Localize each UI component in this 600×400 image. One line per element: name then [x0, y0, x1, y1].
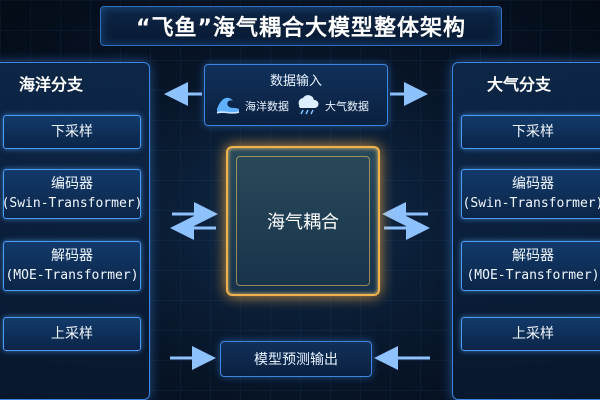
- ocean-upsample-block: 上采样: [3, 317, 141, 351]
- ocean-encoder-label: 编码器: [51, 176, 93, 192]
- core-inner-frame: [236, 156, 370, 286]
- atmos-downsample-block: 下采样: [461, 115, 600, 149]
- atmosphere-branch-panel: 大气分支 下采样 编码器 (Swin-Transformer) 解码器 (MOE…: [452, 62, 600, 400]
- coupling-core-label: 海气耦合: [267, 212, 339, 233]
- atmos-encoder-block: 编码器 (Swin-Transformer): [461, 169, 600, 219]
- atmosphere-data-label: 大气数据: [325, 99, 369, 113]
- atmos-encoder-label: 编码器: [512, 176, 554, 192]
- wave-icon: [215, 93, 241, 118]
- ocean-encoder-model: (Swin-Transformer): [1, 196, 143, 211]
- atmos-encoder-model: (Swin-Transformer): [462, 196, 600, 211]
- ocean-decoder-model: (MOE-Transformer): [5, 268, 139, 283]
- atmos-upsample-block: 上采样: [461, 317, 600, 351]
- data-input-box: 数据输入 海洋数据 大气数据: [204, 64, 388, 126]
- ocean-decoder-block: 解码器 (MOE-Transformer): [3, 241, 141, 291]
- atmos-upsample-label: 上采样: [512, 325, 554, 342]
- ocean-branch-header: 海洋分支: [19, 75, 84, 94]
- model-output-label: 模型预测输出: [254, 352, 338, 368]
- ocean-downsample-label: 下采样: [51, 123, 93, 140]
- atmos-decoder-label: 解码器: [512, 248, 554, 264]
- rain-cloud-icon: [293, 93, 321, 118]
- ocean-encoder-block: 编码器 (Swin-Transformer): [1, 169, 143, 219]
- ocean-branch-panel: 海洋分支 下采样 编码器 (Swin-Transformer) 解码器 (MOE…: [0, 62, 150, 400]
- title-bar: “飞鱼”海气耦合大模型整体架构: [100, 6, 502, 46]
- ocean-data-label: 海洋数据: [245, 99, 289, 113]
- diagram-title: “飞鱼”海气耦合大模型整体架构: [136, 16, 466, 41]
- atmos-decoder-model: (MOE-Transformer): [466, 268, 600, 283]
- ocean-decoder-label: 解码器: [51, 248, 93, 264]
- atmos-downsample-label: 下采样: [512, 123, 554, 140]
- ocean-upsample-label: 上采样: [51, 325, 93, 342]
- data-input-title: 数据输入: [269, 74, 322, 89]
- ocean-downsample-block: 下采样: [3, 115, 141, 149]
- model-output-box: 模型预测输出: [220, 341, 372, 377]
- coupling-core-block: 海气耦合: [226, 146, 380, 296]
- atmos-decoder-block: 解码器 (MOE-Transformer): [461, 241, 600, 291]
- atmosphere-branch-header: 大气分支: [487, 75, 552, 94]
